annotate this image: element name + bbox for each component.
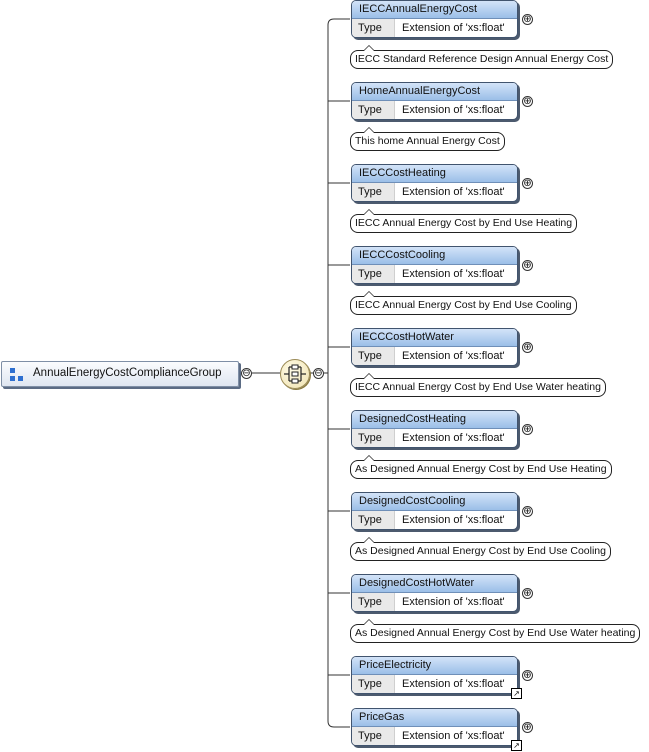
type-value: Extension of 'xs:float' bbox=[402, 596, 505, 608]
annotation-pointer bbox=[363, 455, 375, 461]
type-key: Type bbox=[352, 675, 395, 693]
type-value: Extension of 'xs:float' bbox=[402, 350, 505, 362]
annotation: IECC Annual Energy Cost by End Use Cooli… bbox=[350, 291, 577, 315]
annotation: As Designed Annual Energy Cost by End Us… bbox=[350, 537, 611, 561]
expand-toggle[interactable]: ⊕ bbox=[522, 14, 533, 25]
annotation: IECC Annual Energy Cost by End Use Water… bbox=[350, 373, 606, 397]
group-collapse-toggle[interactable]: ⊖ bbox=[241, 368, 252, 379]
element-name: HomeAnnualEnergyCost bbox=[352, 83, 517, 101]
element-type-row: Type Extension of 'xs:float' bbox=[352, 511, 517, 529]
annotation-pointer bbox=[363, 537, 375, 543]
annotation: This home Annual Energy Cost bbox=[350, 127, 505, 151]
element-type-row: Type Extension of 'xs:float' bbox=[352, 101, 517, 119]
group-icon bbox=[10, 368, 23, 381]
annotation-pointer bbox=[363, 127, 375, 133]
element-name: IECCAnnualEnergyCost bbox=[352, 1, 517, 19]
type-value: Extension of 'xs:float' bbox=[402, 730, 505, 742]
type-value: Extension of 'xs:float' bbox=[402, 432, 505, 444]
type-key: Type bbox=[352, 429, 395, 447]
type-key: Type bbox=[352, 101, 395, 119]
type-key: Type bbox=[352, 593, 395, 611]
element-name: IECCCostHotWater bbox=[352, 329, 517, 347]
reference-arrow-icon[interactable]: ↗ bbox=[511, 740, 522, 751]
type-value: Extension of 'xs:float' bbox=[402, 268, 505, 280]
expand-toggle[interactable]: ⊕ bbox=[522, 506, 533, 517]
annotation-text: This home Annual Energy Cost bbox=[355, 135, 500, 147]
type-value: Extension of 'xs:float' bbox=[402, 678, 505, 690]
element-name: DesignedCostCooling bbox=[352, 493, 517, 511]
element-type-row: Type Extension of 'xs:float' bbox=[352, 675, 517, 693]
annotation-pointer bbox=[363, 373, 375, 379]
annotation-pointer bbox=[363, 619, 375, 625]
annotation: IECC Standard Reference Design Annual En… bbox=[350, 45, 614, 69]
reference-arrow-icon[interactable]: ↗ bbox=[511, 688, 522, 699]
expand-toggle[interactable]: ⊕ bbox=[522, 670, 533, 681]
annotation-text: As Designed Annual Energy Cost by End Us… bbox=[355, 627, 636, 639]
element-name: DesignedCostHeating bbox=[352, 411, 517, 429]
annotation-text: IECC Annual Energy Cost by End Use Water… bbox=[355, 381, 601, 393]
element-type-row: Type Extension of 'xs:float' bbox=[352, 19, 517, 37]
element-name: IECCCostHeating bbox=[352, 165, 517, 183]
element-type-row: Type Extension of 'xs:float' bbox=[352, 429, 517, 447]
element-name: IECCCostCooling bbox=[352, 247, 517, 265]
element-type-row: Type Extension of 'xs:float' bbox=[352, 183, 517, 201]
annotation: IECC Annual Energy Cost by End Use Heati… bbox=[350, 209, 578, 233]
type-key: Type bbox=[352, 727, 395, 745]
group-node[interactable]: AnnualEnergyCostComplianceGroup bbox=[1, 361, 239, 387]
annotation-pointer bbox=[363, 209, 375, 215]
expand-toggle[interactable]: ⊕ bbox=[522, 96, 533, 107]
type-key: Type bbox=[352, 511, 395, 529]
element-name: PriceGas bbox=[352, 709, 517, 727]
element-name: DesignedCostHotWater bbox=[352, 575, 517, 593]
expand-toggle[interactable]: ⊕ bbox=[522, 722, 533, 733]
connector-trunk bbox=[327, 18, 350, 728]
type-value: Extension of 'xs:float' bbox=[402, 186, 505, 198]
type-key: Type bbox=[352, 183, 395, 201]
element-type-row: Type Extension of 'xs:float' bbox=[352, 727, 517, 745]
expand-toggle[interactable]: ⊕ bbox=[522, 424, 533, 435]
annotation-text: IECC Annual Energy Cost by End Use Cooli… bbox=[355, 299, 572, 311]
element-type-row: Type Extension of 'xs:float' bbox=[352, 593, 517, 611]
sequence-collapse-toggle[interactable]: ⊖ bbox=[313, 368, 324, 379]
type-value: Extension of 'xs:float' bbox=[402, 22, 505, 34]
sequence-compositor-icon bbox=[284, 364, 306, 384]
expand-toggle[interactable]: ⊕ bbox=[522, 260, 533, 271]
expand-toggle[interactable]: ⊕ bbox=[522, 178, 533, 189]
element-type-row: Type Extension of 'xs:float' bbox=[352, 265, 517, 283]
annotation-text: As Designed Annual Energy Cost by End Us… bbox=[355, 463, 607, 475]
annotation-text: As Designed Annual Energy Cost by End Us… bbox=[355, 545, 606, 557]
element-name: PriceElectricity bbox=[352, 657, 517, 675]
type-key: Type bbox=[352, 265, 395, 283]
annotation-pointer bbox=[363, 291, 375, 297]
element-type-row: Type Extension of 'xs:float' bbox=[352, 347, 517, 365]
type-value: Extension of 'xs:float' bbox=[402, 104, 505, 116]
type-key: Type bbox=[352, 347, 395, 365]
expand-toggle[interactable]: ⊕ bbox=[522, 342, 533, 353]
expand-toggle[interactable]: ⊕ bbox=[522, 588, 533, 599]
group-name: AnnualEnergyCostComplianceGroup bbox=[33, 367, 222, 379]
annotation-pointer bbox=[363, 45, 375, 51]
annotation: As Designed Annual Energy Cost by End Us… bbox=[350, 619, 641, 643]
type-key: Type bbox=[352, 19, 395, 37]
annotation-text: IECC Annual Energy Cost by End Use Heati… bbox=[355, 217, 573, 229]
sequence-compositor[interactable] bbox=[280, 359, 310, 389]
type-value: Extension of 'xs:float' bbox=[402, 514, 505, 526]
annotation-text: IECC Standard Reference Design Annual En… bbox=[355, 53, 609, 65]
annotation: As Designed Annual Energy Cost by End Us… bbox=[350, 455, 612, 479]
